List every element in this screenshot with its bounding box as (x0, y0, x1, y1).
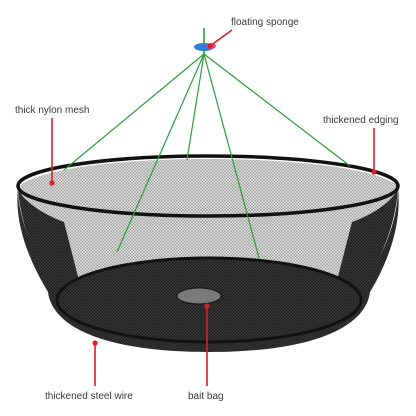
net-inner-wall (20, 159, 398, 288)
steel-wire-ring (55, 256, 363, 344)
label-floating-sponge: floating sponge (231, 17, 299, 28)
net-side-right (332, 188, 398, 300)
label-thickened-steel-wire: thickened steel wire (45, 391, 133, 402)
callouts (49, 29, 377, 386)
label-bait-bag: bait bag (188, 391, 224, 402)
net-wall-left (17, 188, 210, 352)
label-thickened-edging: thickened edging (323, 115, 399, 126)
floating-sponge-icon (194, 28, 216, 56)
net-side-left (18, 188, 84, 300)
bait-bag-hole (176, 287, 222, 305)
net-wall-right (209, 188, 399, 352)
ropes (63, 53, 351, 259)
thickened-edging-rim (16, 154, 400, 218)
label-thick-nylon-mesh: thick nylon mesh (15, 105, 90, 116)
